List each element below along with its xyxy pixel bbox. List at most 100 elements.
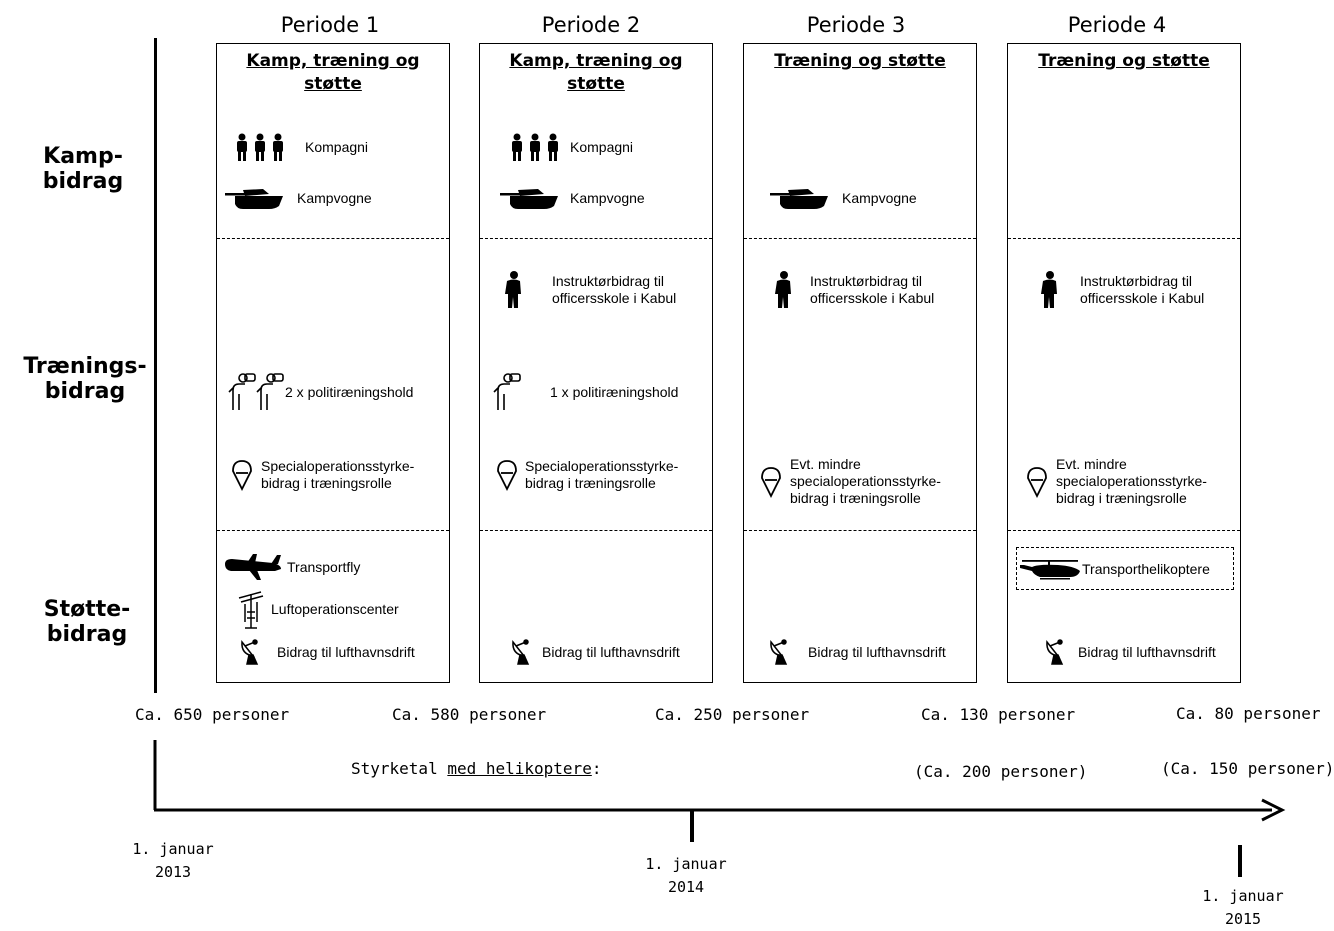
sof-icon — [232, 460, 252, 492]
list-item: Evt. mindre specialoperationsstyrke- bid… — [1026, 456, 1207, 507]
period-3-panel: Træning og støtte Kampvogne Instruktørbi… — [743, 43, 977, 683]
item-label: Kompagni — [305, 138, 369, 155]
helicopter-personnel: (Ca. 200 personer) — [914, 762, 1088, 781]
sof-icon — [761, 466, 781, 498]
item-label: Transporthelikoptere — [1082, 560, 1210, 577]
period-3-title: Træning og støtte — [774, 51, 946, 71]
item-label: Instruktørbidrag til officersskole i Kab… — [1080, 273, 1205, 306]
item-label: Specialoperationsstyrke- bidrag i trænin… — [261, 458, 415, 491]
list-item: Kampvogne — [770, 186, 917, 210]
divider — [480, 530, 712, 531]
radar-tower-icon — [238, 591, 264, 629]
item-label: Evt. mindre specialoperationsstyrke- bid… — [1056, 456, 1207, 506]
list-item: Transporthelikoptere — [1018, 558, 1210, 580]
list-item: Specialoperationsstyrke- bidrag i trænin… — [496, 458, 678, 492]
helicopter-personnel: (Ca. 150 personer) — [1161, 759, 1334, 778]
list-item: Bidrag til lufthavnsdrift — [510, 638, 680, 666]
personnel-label: Ca. 580 personer — [392, 705, 547, 724]
divider — [744, 530, 976, 531]
divider — [1008, 238, 1240, 239]
period-1-header: Periode 1 — [280, 13, 380, 37]
list-item: Transportfly — [223, 552, 360, 582]
item-label: Bidrag til lufthavnsdrift — [808, 643, 946, 660]
list-item: Kompagni — [508, 132, 633, 162]
item-label: 2 x politiræningshold — [285, 383, 414, 400]
item-label: Transportfly — [287, 558, 361, 575]
period-1-title: Kamp, træning og støtte — [246, 51, 420, 94]
item-label: Instruktørbidrag til officersskole i Kab… — [810, 273, 935, 306]
item-label: Kampvogne — [842, 189, 917, 206]
transport-plane-icon — [225, 554, 281, 580]
left-axis-line — [154, 38, 157, 693]
item-label: Bidrag til lufthavnsdrift — [277, 643, 415, 660]
item-label: Bidrag til lufthavnsdrift — [1078, 643, 1216, 660]
item-label: Kampvogne — [570, 189, 645, 206]
divider — [217, 238, 449, 239]
helicopter-icon — [1020, 560, 1080, 580]
personnel-label: Ca. 650 personer — [135, 705, 290, 724]
period-2-title: Kamp, træning og støtte — [509, 51, 683, 94]
list-item: Bidrag til lufthavnsdrift — [768, 638, 946, 666]
tank-icon — [500, 189, 558, 209]
personnel-label: Ca. 80 personer — [1176, 704, 1321, 723]
period-1-panel: Kamp, træning og støtte Kompagni Kampvog… — [216, 43, 450, 683]
list-item: Instruktørbidrag til officersskole i Kab… — [502, 270, 676, 310]
item-label: Specialoperationsstyrke- bidrag i trænin… — [525, 458, 679, 491]
list-item: Bidrag til lufthavnsdrift — [239, 638, 415, 666]
divider — [744, 238, 976, 239]
item-label: Instruktørbidrag til officersskole i Kab… — [552, 273, 677, 306]
note-prefix: Styrketal — [351, 759, 448, 778]
divider — [217, 530, 449, 531]
satellite-dish-icon — [1046, 639, 1064, 665]
list-item: Bidrag til lufthavnsdrift — [1044, 638, 1216, 666]
soldiers-icon — [237, 133, 283, 161]
instructor-icon — [1041, 271, 1057, 308]
period-4-header: Periode 4 — [1067, 13, 1167, 37]
helicopter-note: Styrketal med helikoptere: — [351, 759, 601, 778]
personnel-label: Ca. 130 personer — [921, 705, 1076, 724]
note-suffix: : — [591, 759, 602, 778]
item-label: 1 x politiræningshold — [550, 383, 679, 400]
list-item: Specialoperationsstyrke- bidrag i trænin… — [231, 458, 414, 492]
row-label-kamp: Kamp- bidrag — [42, 144, 124, 194]
axis-arrow-icon — [1261, 798, 1286, 822]
instructor-icon — [505, 271, 521, 308]
row-label-stoette: Støtte- bidrag — [43, 597, 131, 647]
list-item: Evt. mindre specialoperationsstyrke- bid… — [760, 456, 941, 507]
list-item: Kampvogne — [225, 186, 372, 210]
police-icon — [493, 373, 521, 410]
list-item: Luftoperationscenter — [235, 588, 399, 630]
soldiers-icon — [512, 133, 558, 161]
tank-icon — [770, 189, 828, 209]
date-label: 1. januar 2014 — [645, 855, 727, 896]
sof-icon — [497, 460, 517, 492]
satellite-dish-icon — [512, 639, 530, 665]
period-4-title: Træning og støtte — [1038, 51, 1210, 71]
item-label: Kampvogne — [297, 189, 372, 206]
divider — [1008, 530, 1240, 531]
row-label-traening: Trænings- bidrag — [23, 354, 147, 404]
list-item: 1 x politiræningshold — [492, 372, 678, 412]
instructor-icon — [775, 271, 791, 308]
list-item: Instruktørbidrag til officersskole i Kab… — [1038, 270, 1204, 310]
list-item: Kampvogne — [500, 186, 645, 210]
tank-icon — [225, 189, 283, 209]
personnel-label: Ca. 250 personer — [655, 705, 810, 724]
date-label: 1. januar 2013 — [132, 840, 214, 881]
list-item: Kompagni — [233, 132, 368, 162]
police-icon — [228, 373, 284, 410]
item-label: Luftoperationscenter — [271, 600, 399, 617]
sof-icon — [1027, 466, 1047, 498]
item-label: Kompagni — [570, 138, 634, 155]
item-label: Evt. mindre specialoperationsstyrke- bid… — [790, 456, 941, 506]
satellite-dish-icon — [241, 639, 259, 665]
period-3-header: Periode 3 — [806, 13, 906, 37]
item-label: Bidrag til lufthavnsdrift — [542, 643, 680, 660]
list-item: 2 x politiræningshold — [227, 372, 413, 412]
period-2-header: Periode 2 — [541, 13, 641, 37]
divider — [480, 238, 712, 239]
helicopter-highlight-box — [1016, 547, 1234, 590]
list-item: Instruktørbidrag til officersskole i Kab… — [772, 270, 934, 310]
